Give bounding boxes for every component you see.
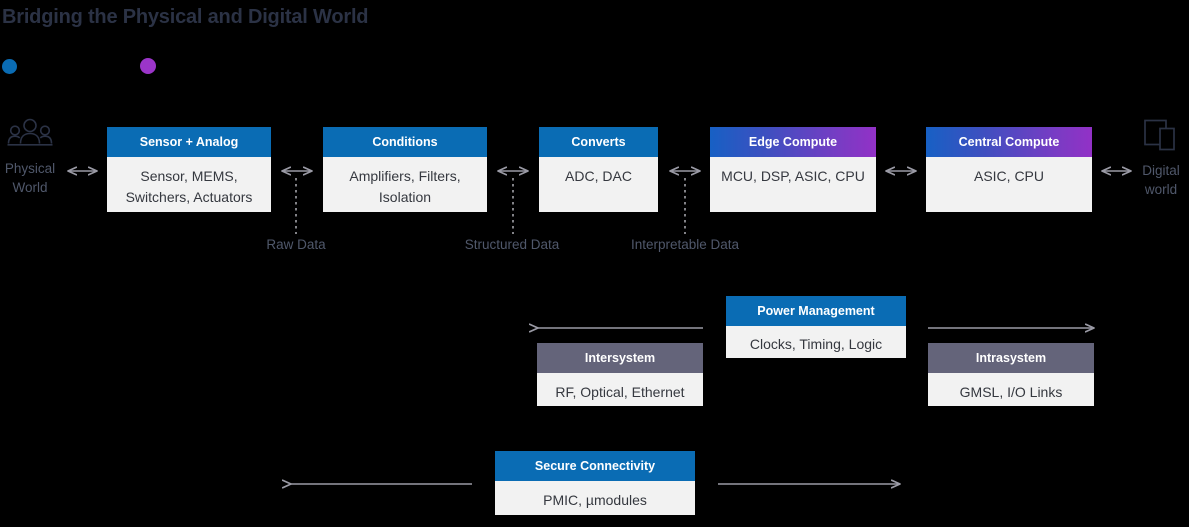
endpoint-digital-label: Digital world [1142, 163, 1180, 197]
flow-label-interpretable-data: Interpretable Data [630, 237, 740, 252]
node-sensor-analog[interactable]: Sensor + Analog Sensor, MEMS, Switchers,… [107, 127, 271, 212]
node-power-management-body: Clocks, Timing, Logic [749, 336, 883, 352]
node-intrasystem-header: Intrasystem [928, 343, 1094, 373]
node-converts-header: Converts [539, 127, 658, 157]
decorative-dot-blue [2, 59, 17, 74]
endpoint-physical-world: Physical World [0, 118, 60, 197]
node-intersystem[interactable]: Intersystem RF, Optical, Ethernet [537, 343, 703, 406]
node-intersystem-body: RF, Optical, Ethernet [555, 384, 685, 400]
node-edge-compute-body: MCU, DSP, ASIC, CPU [721, 168, 865, 184]
node-sensor-analog-body: Sensor, MEMS, Switchers, Actuators [125, 168, 253, 205]
node-intersystem-header: Intersystem [537, 343, 703, 373]
node-secure-connectivity-header: Secure Connectivity [495, 451, 695, 481]
people-icon [0, 118, 60, 155]
node-edge-compute[interactable]: Edge Compute MCU, DSP, ASIC, CPU [710, 127, 876, 212]
node-secure-connectivity[interactable]: Secure Connectivity PMIC, µmodules [495, 451, 695, 515]
node-central-compute-body: ASIC, CPU [973, 168, 1044, 184]
page-title: Bridging the Physical and Digital World [2, 6, 369, 28]
node-central-compute[interactable]: Central Compute ASIC, CPU [926, 127, 1092, 212]
node-power-management-header: Power Management [726, 296, 906, 326]
node-edge-compute-header: Edge Compute [710, 127, 876, 157]
endpoint-digital-world: Digital world [1133, 118, 1189, 199]
node-conditions-header: Conditions [323, 127, 487, 157]
endpoint-physical-label: Physical World [4, 161, 56, 195]
flow-label-structured-data: Structured Data [464, 237, 560, 252]
node-intrasystem[interactable]: Intrasystem GMSL, I/O Links [928, 343, 1094, 406]
node-central-compute-header: Central Compute [926, 127, 1092, 157]
node-conditions[interactable]: Conditions Amplifiers, Filters, Isolatio… [323, 127, 487, 212]
decorative-dot-purple [140, 58, 156, 74]
node-sensor-analog-header: Sensor + Analog [107, 127, 271, 157]
devices-icon [1133, 118, 1189, 157]
node-intrasystem-body: GMSL, I/O Links [959, 384, 1063, 400]
flow-label-raw-data: Raw Data [266, 237, 326, 252]
node-power-management[interactable]: Power Management Clocks, Timing, Logic [726, 296, 906, 358]
node-conditions-body: Amplifiers, Filters, Isolation [349, 168, 461, 205]
node-secure-connectivity-body: PMIC, µmodules [543, 492, 647, 508]
node-converts-body: ADC, DAC [565, 168, 632, 184]
node-converts[interactable]: Converts ADC, DAC [539, 127, 658, 212]
